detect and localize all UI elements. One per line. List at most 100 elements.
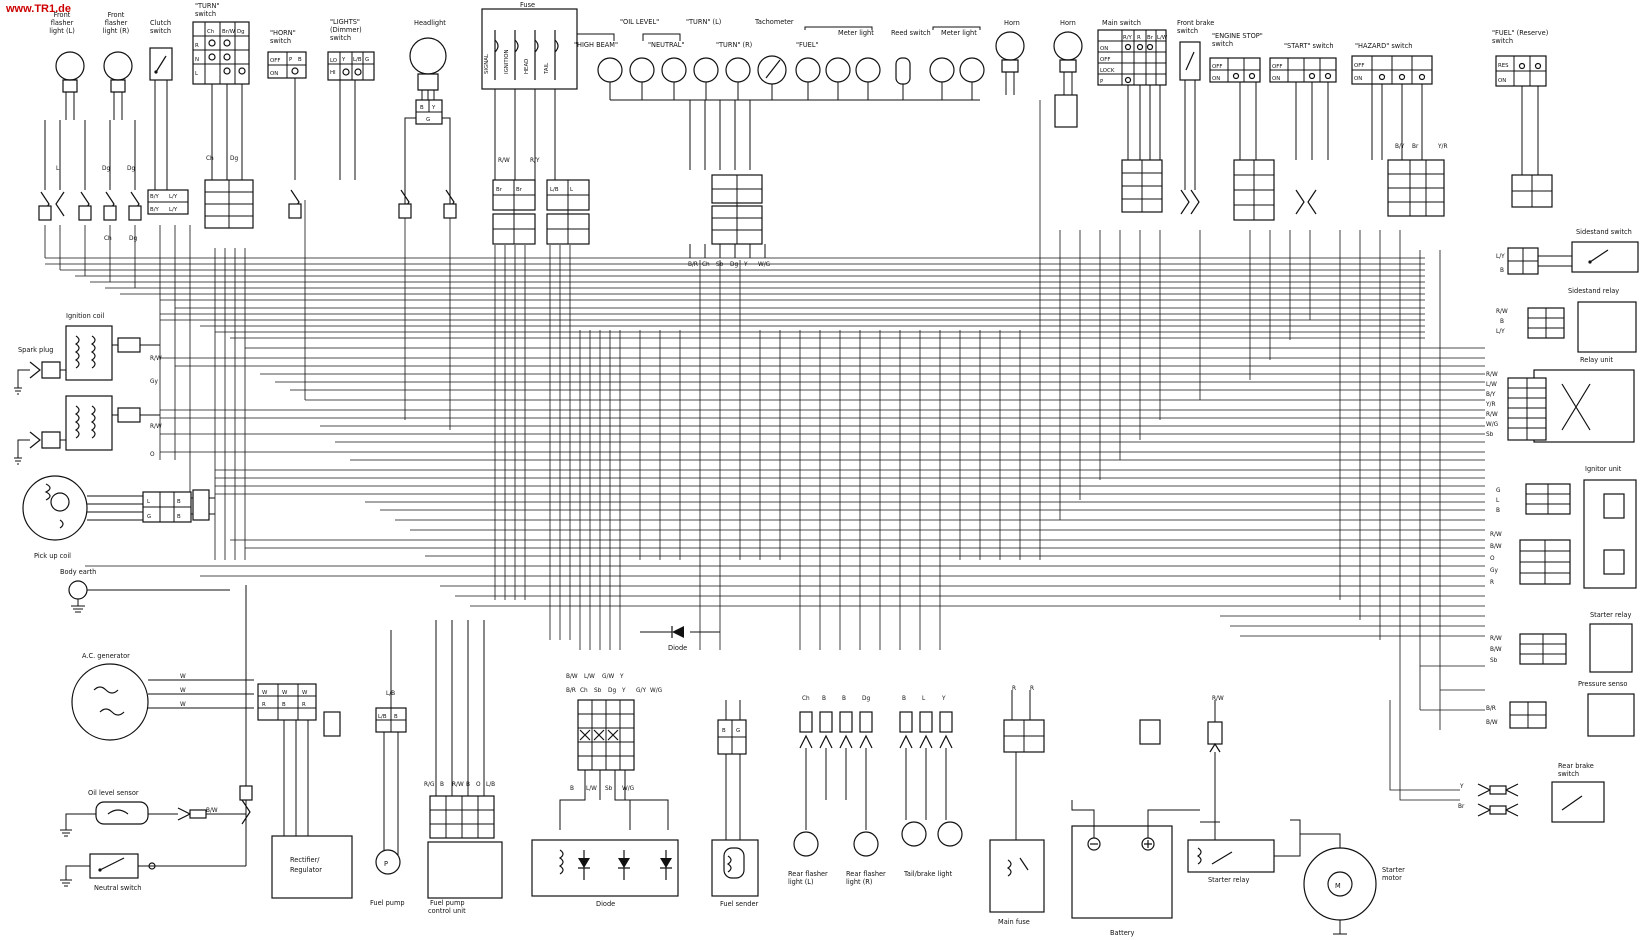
svg-text:"ENGINE STOP": "ENGINE STOP" <box>1212 32 1263 40</box>
svg-text:ON: ON <box>1498 78 1506 84</box>
engine-stop-switch: "ENGINE STOP" switch OFF ON <box>1209 32 1263 83</box>
svg-text:Ch: Ch <box>702 262 710 268</box>
pickup-coil: Pick up coil L B G B <box>22 475 215 560</box>
svg-text:"TURN" (L): "TURN" (L) <box>686 18 721 26</box>
svg-text:R/W: R/W <box>1212 696 1224 702</box>
svg-text:Clutch: Clutch <box>150 19 171 27</box>
svg-text:Ignition coil: Ignition coil <box>66 312 104 320</box>
svg-text:B/W: B/W <box>1490 544 1502 550</box>
svg-text:light (L): light (L) <box>788 878 814 886</box>
svg-text:B: B <box>282 702 286 708</box>
svg-text:M: M <box>1335 882 1341 890</box>
svg-text:LOCK: LOCK <box>1100 68 1115 74</box>
svg-text:W/G: W/G <box>1486 422 1499 428</box>
svg-text:L: L <box>147 499 150 505</box>
svg-text:B: B <box>440 782 444 788</box>
svg-text:B/W: B/W <box>1486 720 1498 726</box>
svg-text:B: B <box>177 514 181 520</box>
svg-text:Dg: Dg <box>102 166 110 172</box>
svg-text:R/W: R/W <box>1486 372 1498 378</box>
svg-text:B: B <box>842 696 846 702</box>
svg-text:B: B <box>570 786 574 792</box>
svg-text:OFF: OFF <box>1212 64 1222 70</box>
svg-text:ON: ON <box>1100 46 1108 52</box>
svg-text:Meter light: Meter light <box>838 29 874 37</box>
svg-text:G: G <box>1496 488 1501 494</box>
svg-text:Sidestand switch: Sidestand switch <box>1576 228 1632 236</box>
svg-text:ON: ON <box>270 71 278 77</box>
ac-generator: A.C. generator W W W <box>71 652 254 741</box>
svg-text:Rear brake: Rear brake <box>1558 762 1594 770</box>
svg-text:Y: Y <box>743 262 748 268</box>
svg-text:Dg: Dg <box>608 688 616 694</box>
svg-text:Br/W: Br/W <box>222 29 236 35</box>
svg-text:Rectifier/: Rectifier/ <box>290 856 320 864</box>
ignitor-unit: Ignitor unit G L B R/W B/W O Gy R <box>1490 465 1637 589</box>
hazard-switch: "HAZARD" switch OFF ON B/Y Br Y/R <box>1351 42 1448 217</box>
svg-text:ON: ON <box>1354 76 1362 82</box>
svg-text:Sb: Sb <box>1490 658 1498 664</box>
horn-switch: OFF ON P B "HORN" switch <box>267 29 307 219</box>
svg-text:R/Y: R/Y <box>1123 35 1133 41</box>
lights-switch: HI LO Y L/B G "LIGHTS" (Dimmer) switch <box>327 18 375 180</box>
svg-text:Y: Y <box>621 688 626 694</box>
svg-text:B/Y: B/Y <box>1486 392 1496 398</box>
svg-text:"OIL LEVEL": "OIL LEVEL" <box>620 18 659 26</box>
svg-text:OFF: OFF <box>1272 64 1282 70</box>
svg-text:P: P <box>289 57 293 63</box>
svg-text:"NEUTRAL": "NEUTRAL" <box>648 41 685 49</box>
svg-text:HEAD: HEAD <box>524 59 530 74</box>
svg-text:Starter relay: Starter relay <box>1208 876 1249 884</box>
front-flasher-left-label: Front <box>54 11 71 19</box>
svg-text:G: G <box>147 514 151 520</box>
svg-text:B/Y: B/Y <box>150 194 160 200</box>
wire-bus-horizontal <box>45 257 1485 711</box>
svg-text:OFF: OFF <box>270 58 280 64</box>
svg-text:Tail/brake light: Tail/brake light <box>903 870 953 878</box>
svg-text:light (L): light (L) <box>49 27 75 35</box>
svg-text:Br: Br <box>516 187 523 193</box>
svg-text:Regulator: Regulator <box>290 866 322 874</box>
svg-text:Y: Y <box>341 57 346 63</box>
svg-text:Sidestand relay: Sidestand relay <box>1568 287 1619 295</box>
svg-text:Tachometer: Tachometer <box>754 18 794 26</box>
svg-text:B: B <box>822 696 826 702</box>
svg-text:G/Y: G/Y <box>636 688 646 694</box>
svg-text:Fuel sender: Fuel sender <box>720 900 759 908</box>
headlight: B Y G Headlight <box>398 19 457 219</box>
diode-inline: Diode <box>640 626 720 652</box>
svg-text:L: L <box>922 696 926 702</box>
svg-text:R: R <box>1030 686 1034 692</box>
svg-text:flasher: flasher <box>105 19 128 27</box>
svg-text:Body earth: Body earth <box>60 568 96 576</box>
svg-text:L/W: L/W <box>1157 35 1168 41</box>
svg-text:L/Y: L/Y <box>1496 329 1505 335</box>
svg-text:Meter light: Meter light <box>941 29 977 37</box>
svg-text:Main fuse: Main fuse <box>998 918 1030 926</box>
relay-unit: Relay unit R/W L/W B/Y Y/R R/W W/G Sb <box>1485 356 1635 443</box>
svg-text:L: L <box>1496 498 1500 504</box>
rear-lights: Ch B B Dg B L Y Rear flasher light (L) R… <box>788 696 963 886</box>
svg-text:switch: switch <box>1492 37 1513 45</box>
svg-text:switch: switch <box>1212 40 1233 48</box>
svg-text:"HAZARD" switch: "HAZARD" switch <box>1355 42 1412 50</box>
fuel-pump: L/B B L/B P Fuel pump <box>370 630 407 907</box>
svg-text:"FUEL": "FUEL" <box>796 41 819 49</box>
svg-text:R/W: R/W <box>150 356 162 362</box>
svg-text:W: W <box>180 702 186 708</box>
svg-text:B: B <box>298 57 302 63</box>
svg-text:R/W: R/W <box>1486 412 1498 418</box>
svg-text:R/W: R/W <box>150 424 162 430</box>
fuel-sender: B G Fuel sender <box>711 700 759 908</box>
svg-text:Gy: Gy <box>150 379 158 385</box>
svg-text:R: R <box>262 702 266 708</box>
svg-text:G/W: G/W <box>602 674 614 680</box>
svg-text:Fuel pump: Fuel pump <box>430 899 465 907</box>
svg-text:Rear flasher: Rear flasher <box>846 870 886 878</box>
bottom-harness-labels: B/R Ch Sb Dg Y G/Y W/G <box>566 688 663 694</box>
svg-text:R/W: R/W <box>1490 636 1502 642</box>
svg-text:OFF: OFF <box>1354 63 1364 69</box>
svg-text:R/W: R/W <box>498 158 510 164</box>
svg-text:Ch: Ch <box>802 696 810 702</box>
